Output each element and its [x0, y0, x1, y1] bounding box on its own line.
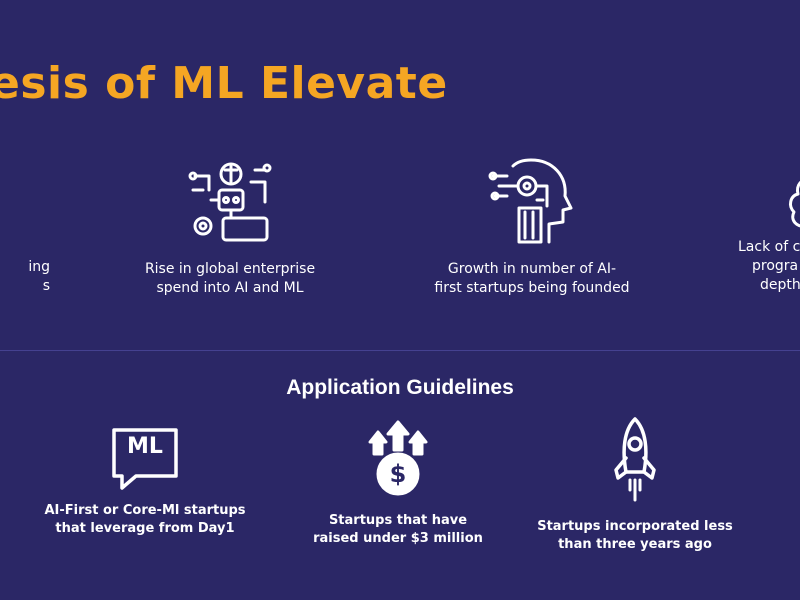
- guideline-item-2-line1: Startups that have: [328, 513, 468, 528]
- guideline-item-2-line2: raised under $3 million: [313, 531, 483, 546]
- page-title: esis of ML Elevate: [0, 58, 448, 109]
- guidelines-title: Application Guidelines: [286, 376, 514, 399]
- rocket-icon: [520, 416, 750, 508]
- thesis-item-3-line1: Growth in number of AI-: [447, 261, 617, 277]
- thesis-item-2-line2: spend into AI and ML: [156, 280, 304, 296]
- guideline-item-3-line1: Startups incorporated less: [537, 519, 733, 534]
- svg-text:$: $: [390, 460, 407, 488]
- guideline-item-1-line2: that leverage from Day1: [55, 521, 235, 536]
- thesis-item-3: Growth in number of AI- first startups b…: [422, 156, 642, 298]
- thesis-item-1-line2: s: [42, 278, 50, 294]
- thesis-item-4-line2: progra: [752, 258, 799, 274]
- robot-gears-icon: [130, 160, 330, 252]
- ml-chat-bubble-icon: ML: [110, 426, 180, 492]
- guideline-item-3: Startups incorporated less than three ye…: [520, 416, 750, 554]
- guideline-item-1-line1: AI-First or Core-Ml startups: [44, 503, 246, 518]
- guideline-item-3-line2: than three years ago: [558, 537, 712, 552]
- section-divider: [0, 350, 800, 351]
- thesis-item-4-line1: Lack of c: [738, 239, 800, 255]
- thesis-item-3-line2: first startups being founded: [434, 280, 630, 296]
- thesis-item-1: ing s: [0, 258, 50, 296]
- guideline-item-1: ML AI-First or Core-Ml startups that lev…: [30, 426, 260, 538]
- thesis-item-4: Lack of c progra depth: [738, 172, 800, 295]
- thesis-item-2: Rise in global enterprise spend into AI …: [130, 160, 330, 298]
- dollar-arrows-icon: $: [283, 420, 513, 502]
- brain-icon: [784, 172, 800, 238]
- thesis-item-4-line3: depth: [760, 277, 800, 293]
- thesis-item-1-line1: ing: [28, 259, 50, 275]
- ml-badge-text: ML: [127, 434, 163, 459]
- thesis-item-2-line1: Rise in global enterprise: [144, 261, 316, 277]
- ai-head-circuit-icon: [422, 156, 642, 252]
- guideline-item-2: $ Startups that have raised under $3 mil…: [283, 420, 513, 548]
